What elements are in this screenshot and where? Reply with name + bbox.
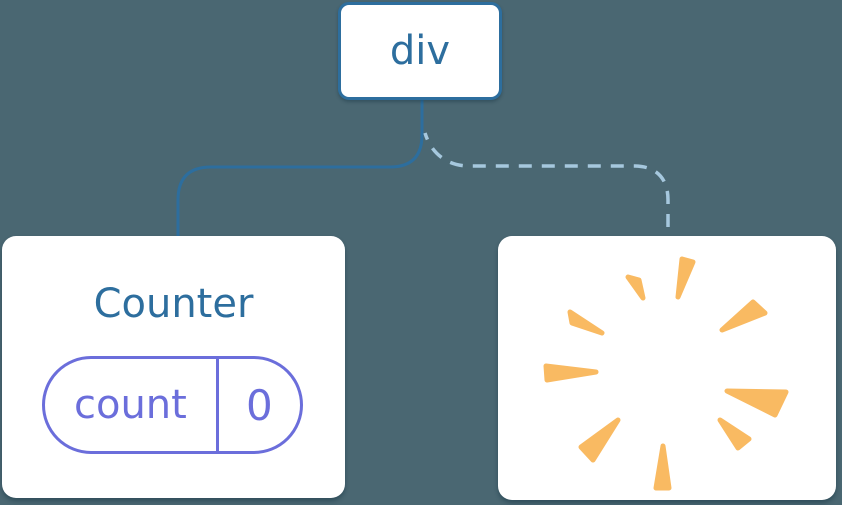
- removed-component-card: [498, 236, 836, 500]
- tree-node-div-label: div: [389, 28, 451, 74]
- poof-wedge: [567, 309, 605, 336]
- poof-wedge: [578, 417, 621, 463]
- poof-wedge: [653, 443, 672, 491]
- poof-wedge: [724, 388, 789, 418]
- poof-wedge: [625, 274, 646, 301]
- component-title: Counter: [93, 281, 254, 327]
- poof-wedge: [675, 256, 696, 300]
- connector-dashed: [423, 132, 670, 237]
- state-pill: count 0: [42, 356, 303, 454]
- tree-node-div: div: [338, 2, 502, 100]
- poof-icon: [543, 256, 789, 491]
- state-key: count: [45, 359, 219, 451]
- poof-wedge: [543, 363, 599, 383]
- connector-solid: [176, 100, 424, 237]
- counter-component-card: Counter count 0: [2, 236, 345, 498]
- poof-wedge: [717, 417, 752, 451]
- state-value: 0: [246, 380, 273, 430]
- poof-wedge: [719, 299, 768, 333]
